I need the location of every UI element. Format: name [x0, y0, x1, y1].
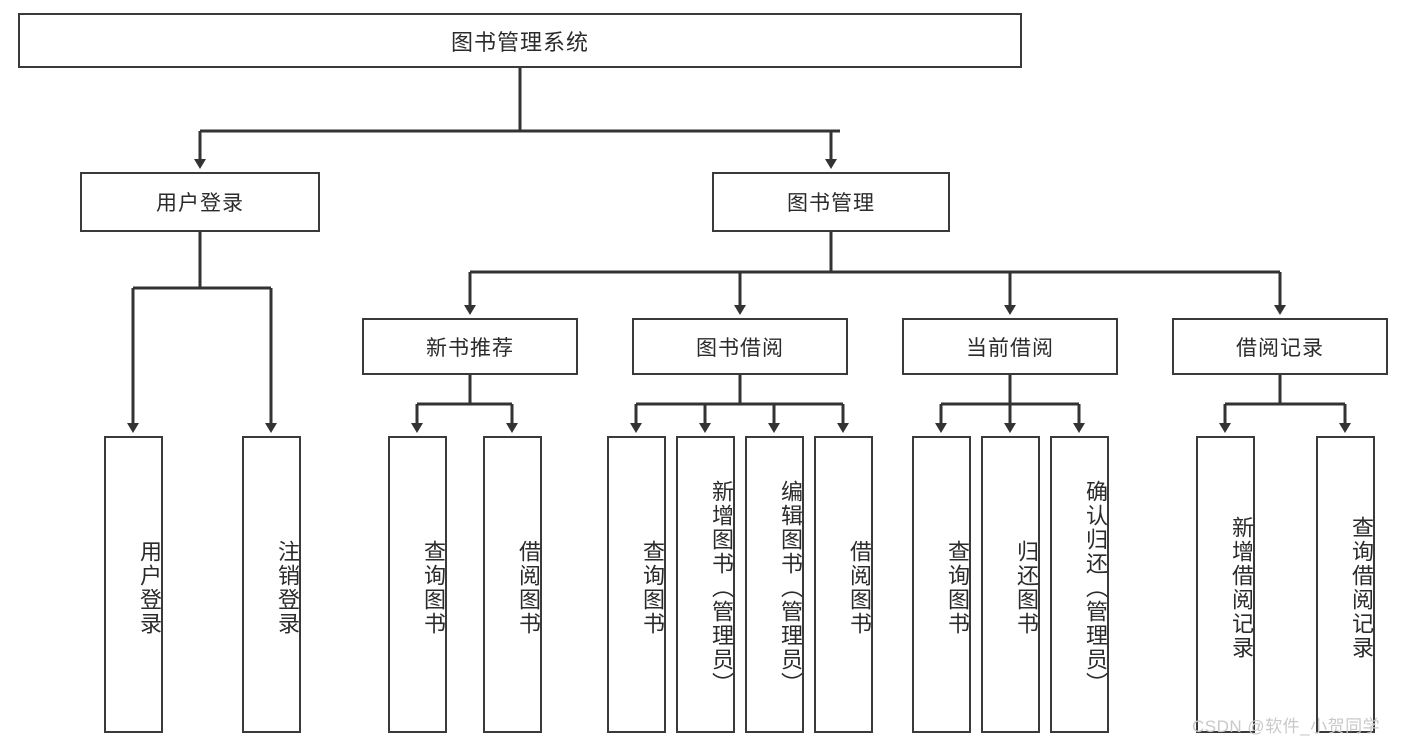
node-user-login[interactable]: 用户登录	[80, 172, 320, 232]
node-book-management[interactable]: 图书管理	[712, 172, 950, 232]
node-book-borrow[interactable]: 图书借阅	[632, 318, 848, 375]
leaf-add-record-label: 新增借阅记录	[1229, 515, 1254, 660]
leaf-user-login[interactable]: 用户登录	[104, 436, 163, 733]
watermark: CSDN @软件_小贺同学	[1192, 717, 1381, 736]
node-borrow-record-label: 借阅记录	[1236, 336, 1324, 360]
node-root-label: 图书管理系统	[450, 29, 589, 55]
leaf-add-book[interactable]: 新增图书（管理员）	[676, 436, 735, 733]
node-current-borrow-label: 当前借阅	[966, 336, 1054, 360]
leaf-confirm-return[interactable]: 确认归还（管理员）	[1050, 436, 1109, 733]
leaf-return-book-label: 归还图书	[1014, 539, 1039, 636]
node-book-management-label: 图书管理	[787, 192, 875, 215]
leaf-query-book-1[interactable]: 查询图书	[388, 436, 447, 733]
leaf-borrow-book-2-label: 借阅图书	[847, 539, 872, 636]
leaf-confirm-return-label: 确认归还（管理员）	[1083, 479, 1108, 696]
leaf-borrow-book-1-label: 借阅图书	[516, 539, 541, 636]
leaf-query-book-3-label: 查询图书	[945, 539, 970, 636]
leaf-query-book-3[interactable]: 查询图书	[912, 436, 971, 733]
leaf-query-record-label: 查询借阅记录	[1349, 515, 1374, 660]
node-user-login-label: 用户登录	[156, 192, 244, 215]
leaf-query-book-1-label: 查询图书	[421, 539, 446, 636]
node-new-book-recommend-label: 新书推荐	[426, 336, 514, 360]
leaf-return-book[interactable]: 归还图书	[981, 436, 1040, 733]
node-current-borrow[interactable]: 当前借阅	[902, 318, 1118, 375]
leaf-logout[interactable]: 注销登录	[242, 436, 301, 733]
leaf-edit-book-label: 编辑图书（管理员）	[778, 479, 803, 696]
leaf-query-book-2-label: 查询图书	[640, 539, 665, 636]
node-new-book-recommend[interactable]: 新书推荐	[362, 318, 578, 375]
leaf-borrow-book-1[interactable]: 借阅图书	[483, 436, 542, 733]
leaf-edit-book[interactable]: 编辑图书（管理员）	[745, 436, 804, 733]
leaf-borrow-book-2[interactable]: 借阅图书	[814, 436, 873, 733]
leaf-logout-label: 注销登录	[275, 539, 300, 636]
leaf-add-book-label: 新增图书（管理员）	[709, 479, 734, 696]
leaf-query-book-2[interactable]: 查询图书	[607, 436, 666, 733]
leaf-add-record[interactable]: 新增借阅记录	[1196, 436, 1255, 733]
node-root[interactable]: 图书管理系统	[18, 13, 1022, 68]
leaf-query-record[interactable]: 查询借阅记录	[1316, 436, 1375, 733]
node-book-borrow-label: 图书借阅	[696, 336, 784, 360]
leaf-user-login-label: 用户登录	[137, 539, 162, 636]
node-borrow-record[interactable]: 借阅记录	[1172, 318, 1388, 375]
